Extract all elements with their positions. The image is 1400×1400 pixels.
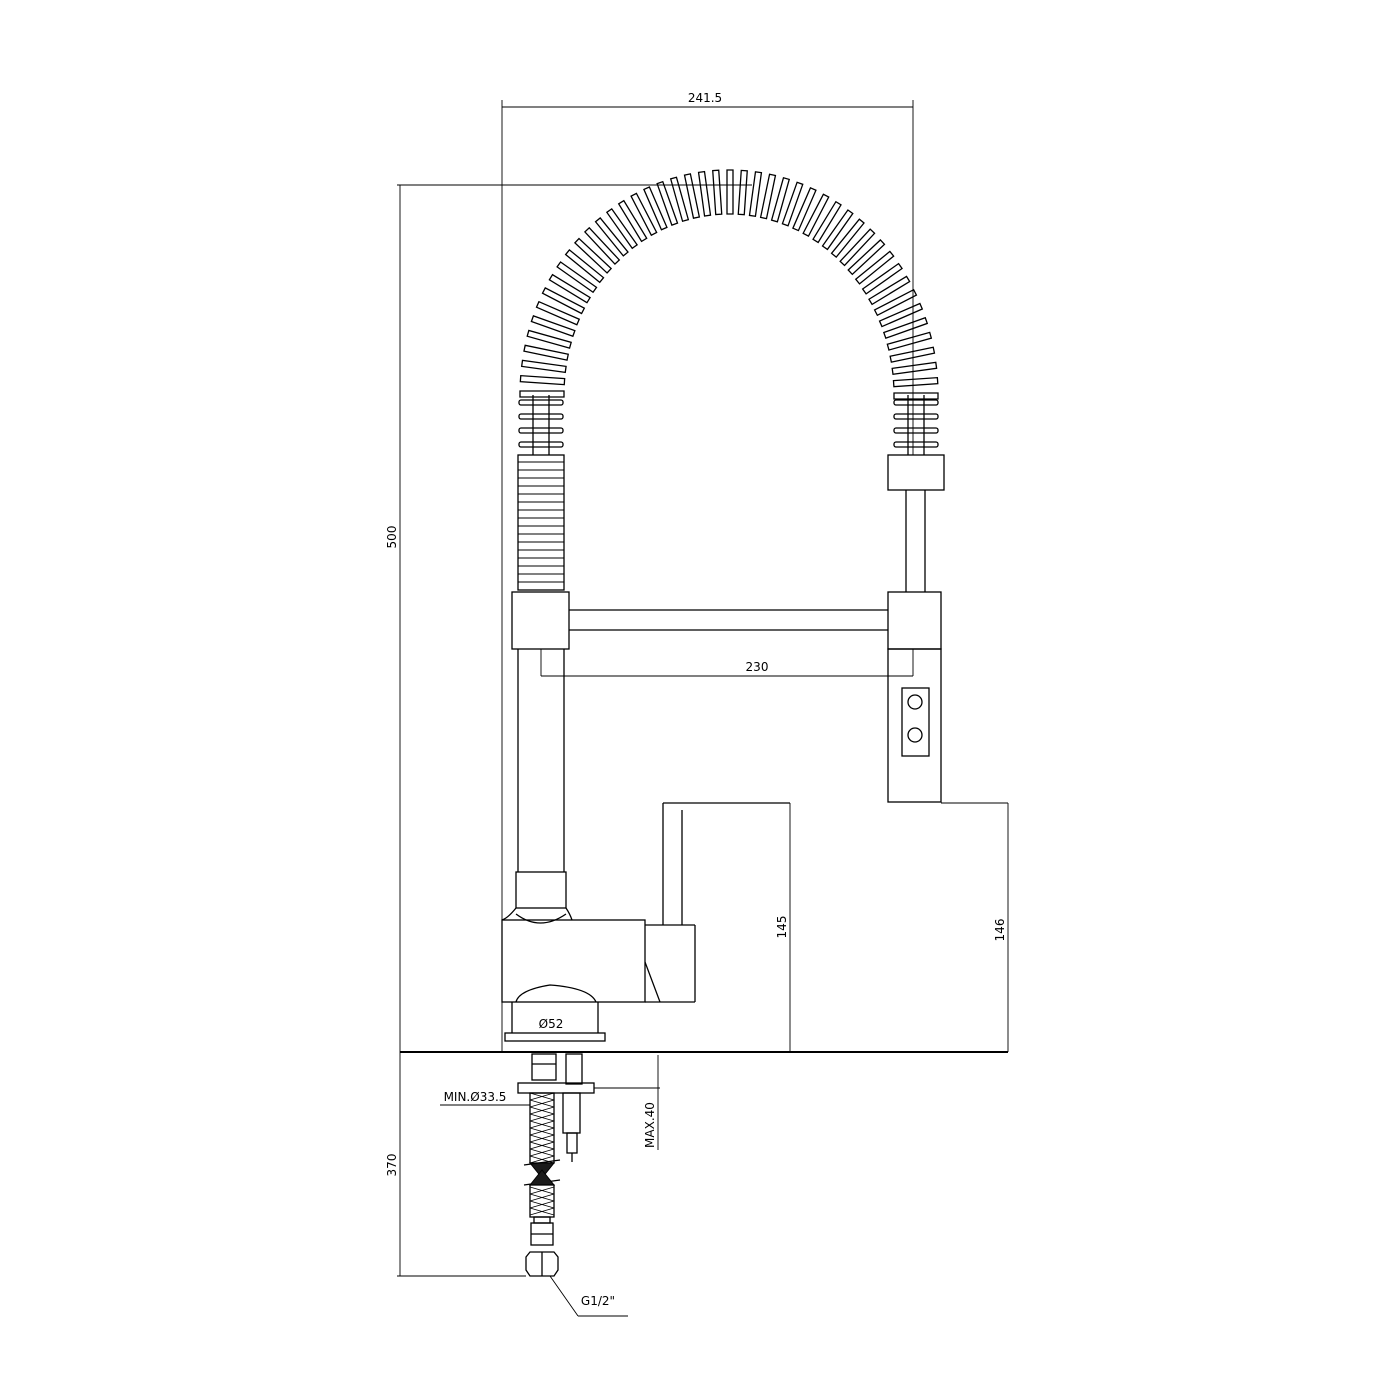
spray-head-button-panel [901, 687, 930, 757]
spout-reach-label: 230 [746, 660, 769, 674]
max-deck-thickness-label: MAX.40 [643, 1102, 657, 1148]
hole-diameter-label: MIN.Ø33.5 [444, 1090, 507, 1104]
body-height-label: 145 [775, 916, 789, 939]
overall-height-label: 500 [385, 526, 399, 549]
overall-width-label: 241.5 [688, 91, 722, 105]
column-ring [515, 871, 567, 909]
thread-label: G1/2" [581, 1294, 615, 1308]
spray-head [887, 648, 942, 803]
faucet-body [501, 919, 646, 1003]
spring-coils [518, 169, 939, 455]
spout-joint-left [511, 591, 570, 650]
hose-length-label: 370 [385, 1154, 399, 1177]
spray-button-top [907, 694, 923, 710]
lever-handle [662, 802, 790, 925]
spray-button-bottom [907, 727, 923, 743]
base-diameter-label: Ø52 [539, 1017, 564, 1031]
spray-head-collar [887, 454, 945, 491]
spout-joint-right [887, 591, 942, 650]
dimension-labels: 241.5 500 230 145 146 Ø52 MIN.Ø33.5 MAX.… [385, 91, 1007, 1308]
spray-head-height-label: 146 [993, 919, 1007, 942]
dimension-lines [397, 100, 1009, 1317]
bellows-section [517, 454, 565, 591]
braided-hose [523, 1092, 561, 1277]
base-flange [504, 1032, 606, 1042]
faucet-outline [400, 169, 1008, 1277]
